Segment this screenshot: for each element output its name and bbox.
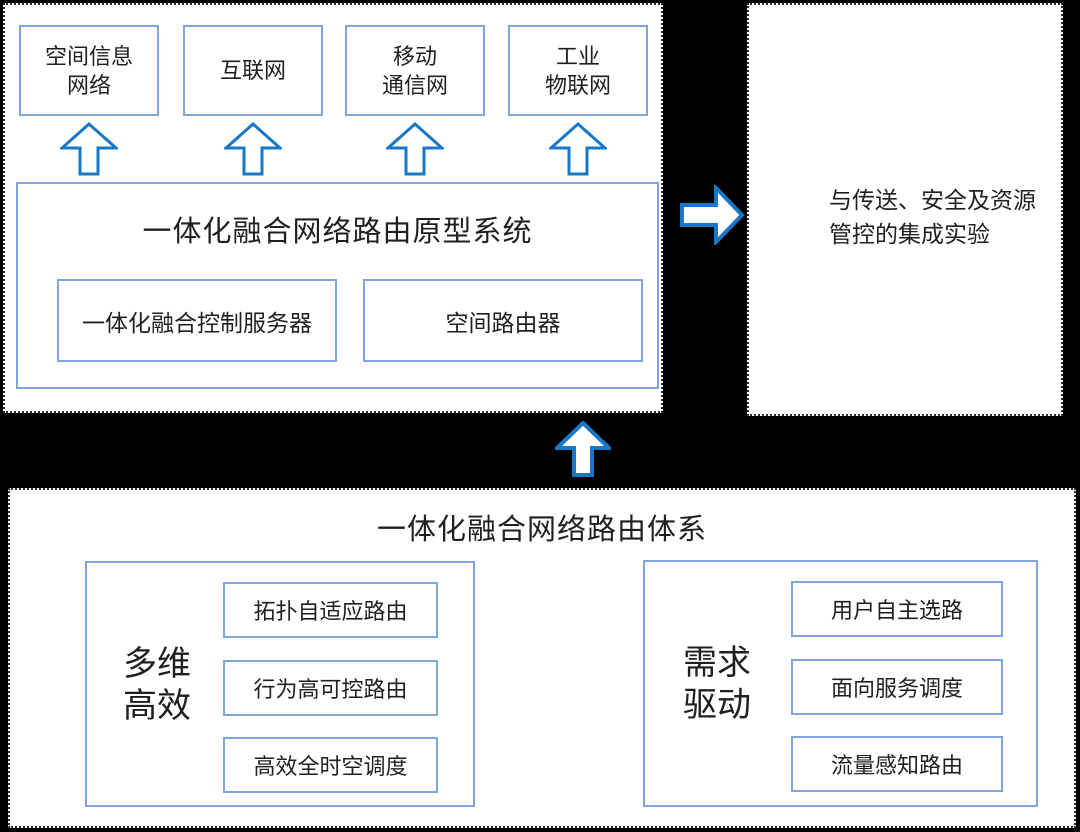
feature-label: 拓扑自适应路由 xyxy=(253,599,408,624)
network-box-internet: 互联网 xyxy=(183,25,323,116)
feature-label: 面向服务调度 xyxy=(830,676,963,701)
prototype-system-title: 一体化融合网络路由原型系统 xyxy=(142,216,533,248)
network-box-label: 工业 物联网 xyxy=(544,43,611,98)
integration-experiment-text: 与传送、安全及资源 管控的集成实验 xyxy=(829,186,1036,247)
routing-system-panel: 一体化融合网络路由体系 多维 高效 拓扑自适应路由 行为高可控路由 高效全时空调… xyxy=(8,488,1076,828)
demand-driven-group-box: 需求 驱动 用户自主选路 面向服务调度 流量感知路由 xyxy=(643,560,1038,807)
network-box-space-info: 空间信息 网络 xyxy=(19,25,159,116)
up-arrow-icon xyxy=(60,122,118,176)
feature-label: 高效全时空调度 xyxy=(253,754,408,779)
right-arrow-icon xyxy=(680,185,745,245)
up-arrow-icon xyxy=(549,122,607,176)
network-box-label: 空间信息 网络 xyxy=(44,43,133,98)
feature-box-user-route-selection: 用户自主选路 xyxy=(791,581,1003,637)
feature-box-topology-adaptive-routing: 拓扑自适应路由 xyxy=(223,582,438,638)
prototype-system-box: 一体化融合网络路由原型系统 一体化融合控制服务器 空间路由器 xyxy=(16,182,659,389)
feature-label: 行为高可控路由 xyxy=(253,677,408,702)
feature-box-behavior-controllable-routing: 行为高可控路由 xyxy=(223,660,438,716)
demand-driven-group-label: 需求 驱动 xyxy=(683,644,751,724)
network-box-industrial-iot: 工业 物联网 xyxy=(508,25,648,116)
space-router-box: 空间路由器 xyxy=(363,279,643,362)
feature-box-service-oriented-scheduling: 面向服务调度 xyxy=(791,659,1003,715)
feature-box-traffic-aware-routing: 流量感知路由 xyxy=(791,736,1003,792)
multi-dimension-group-box: 多维 高效 拓扑自适应路由 行为高可控路由 高效全时空调度 xyxy=(85,561,475,807)
up-arrow-icon xyxy=(224,122,282,176)
control-server-label: 一体化融合控制服务器 xyxy=(82,309,312,336)
network-box-label: 互联网 xyxy=(219,58,286,83)
feature-label: 用户自主选路 xyxy=(830,598,963,623)
routing-system-title: 一体化融合网络路由体系 xyxy=(376,514,707,546)
up-arrow-icon xyxy=(555,421,611,477)
network-box-mobile-comm: 移动 通信网 xyxy=(345,25,485,116)
prototype-section-panel: 空间信息 网络 互联网 移动 通信网 工业 物联网 一体化融合网络路由原型系统 … xyxy=(3,3,663,413)
feature-label: 流量感知路由 xyxy=(830,753,963,778)
feature-box-efficient-spatiotemporal-scheduling: 高效全时空调度 xyxy=(223,737,438,793)
multi-dimension-group-label: 多维 高效 xyxy=(123,645,191,725)
integration-experiment-panel: 与传送、安全及资源 管控的集成实验 xyxy=(747,3,1063,416)
control-server-box: 一体化融合控制服务器 xyxy=(57,279,337,362)
space-router-label: 空间路由器 xyxy=(445,309,561,336)
network-box-label: 移动 通信网 xyxy=(381,43,448,98)
up-arrow-icon xyxy=(386,122,444,176)
